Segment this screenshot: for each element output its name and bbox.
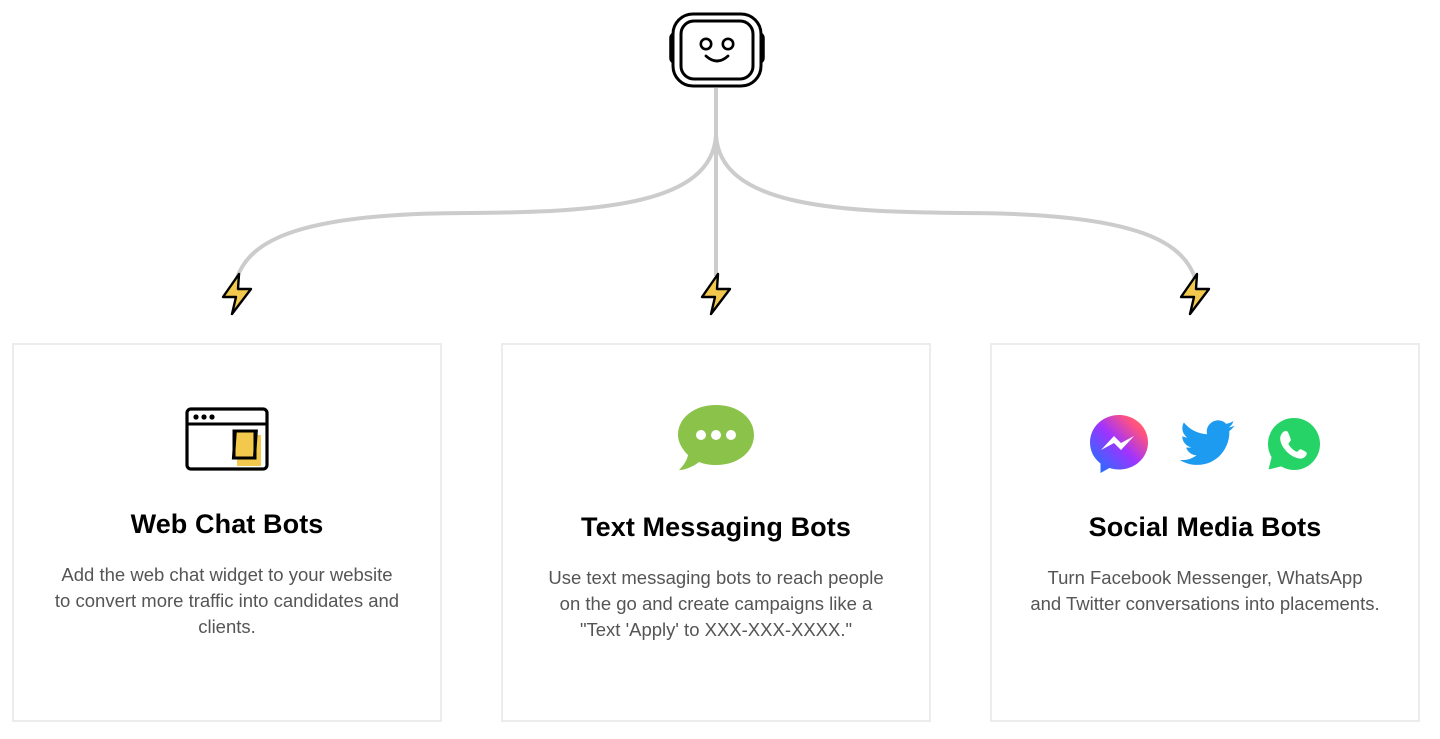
sms-bubble-icon — [678, 405, 754, 470]
card-description: Use text messaging bots to reach people … — [548, 567, 884, 640]
messenger-icon — [1090, 415, 1148, 473]
lightning-bolt-icon — [1179, 272, 1211, 316]
card-description: Turn Facebook Messenger, WhatsApp and Tw… — [1030, 567, 1380, 614]
card-social-media-bots: Social Media Bots Turn Facebook Messenge… — [990, 343, 1420, 722]
connector-right — [714, 134, 1197, 279]
card-web-chat-bots: Web Chat Bots Add the web chat widget to… — [12, 343, 442, 722]
card-icons — [992, 413, 1418, 475]
connector-left — [235, 134, 718, 279]
whatsapp-icon — [1268, 418, 1320, 470]
card-description: Add the web chat widget to your website … — [54, 564, 400, 637]
lightning-bolt-icon — [700, 272, 732, 316]
robot-face-icon — [669, 12, 765, 88]
twitter-icon — [1180, 420, 1235, 465]
card-text-messaging-bots: Text Messaging Bots Use text messaging b… — [501, 343, 931, 722]
card-title: Social Media Bots — [1088, 512, 1322, 542]
card-icons — [14, 407, 440, 473]
browser-window-chat-icon — [185, 407, 269, 471]
card-icons — [503, 403, 929, 473]
card-title: Web Chat Bots — [130, 509, 324, 539]
card-title: Text Messaging Bots — [581, 512, 851, 542]
lightning-bolt-icon — [221, 272, 253, 316]
